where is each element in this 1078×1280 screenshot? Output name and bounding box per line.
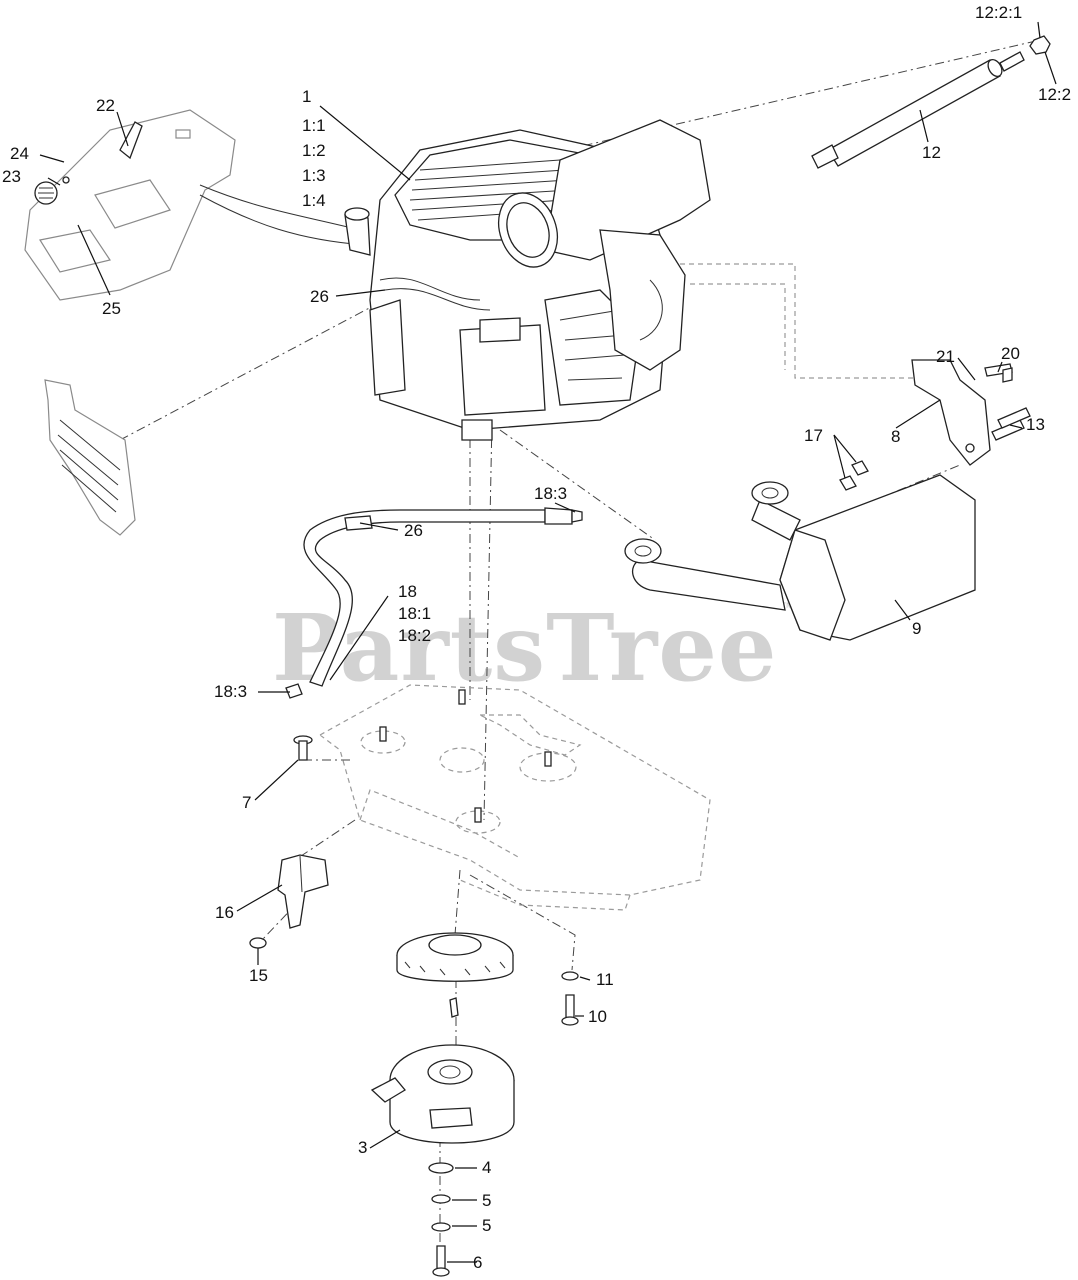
clip-17b xyxy=(851,460,869,476)
pulley xyxy=(396,932,514,1018)
callout-16: 16 xyxy=(215,903,234,922)
fuel-line xyxy=(285,507,583,699)
clutch xyxy=(370,1044,515,1144)
washer-5b xyxy=(431,1222,451,1232)
callout-5-upper: 5 xyxy=(482,1191,491,1210)
watermark: PartsTree ™ xyxy=(272,594,794,702)
callout-18-2: 18:2 xyxy=(398,626,431,645)
muffler xyxy=(624,460,976,641)
leader-lines xyxy=(39,21,1057,1263)
callout-13: 13 xyxy=(1026,415,1045,434)
callout-12-2-1: 12:2:1 xyxy=(975,3,1022,22)
exhaust-flange-rear xyxy=(751,481,789,505)
exhaust-flange-front xyxy=(624,538,662,564)
hose-clamp-26 xyxy=(344,515,373,531)
callout-6: 6 xyxy=(473,1253,482,1272)
callout-4: 4 xyxy=(482,1158,491,1177)
callout-18-3-lower: 18:3 xyxy=(214,682,247,701)
callout-25: 25 xyxy=(102,299,121,318)
callout-8: 8 xyxy=(891,427,900,446)
callout-26-engine: 26 xyxy=(310,287,329,306)
callout-11: 11 xyxy=(596,970,614,989)
engine xyxy=(344,119,711,441)
mounting-plate xyxy=(318,684,711,911)
clamp-18-3a xyxy=(571,509,583,523)
callout-23: 23 xyxy=(2,167,21,186)
callout-1-4: 1:4 xyxy=(302,191,326,210)
callout-24: 24 xyxy=(10,144,29,163)
callout-1: 1 xyxy=(302,87,311,106)
callout-18-3-upper: 18:3 xyxy=(534,484,567,503)
callout-3: 3 xyxy=(358,1138,367,1157)
callout-12-2: 12:2 xyxy=(1038,85,1071,104)
key xyxy=(449,997,459,1018)
callout-17: 17 xyxy=(804,426,823,445)
bolt-10 xyxy=(565,994,575,1021)
bolt-13b xyxy=(997,407,1031,429)
callout-1-1: 1:1 xyxy=(302,116,326,135)
washer-4 xyxy=(428,1162,454,1174)
callout-12: 12 xyxy=(922,143,941,162)
washer-11 xyxy=(561,971,579,981)
callout-1-2: 1:2 xyxy=(302,141,326,160)
callout-5-lower: 5 xyxy=(482,1216,491,1235)
callout-26-fuel-line: 26 xyxy=(404,521,423,540)
clip-17a xyxy=(839,475,857,491)
callout-20: 20 xyxy=(1001,344,1020,363)
engine-guard xyxy=(44,379,136,536)
hardware-10-11 xyxy=(561,971,579,1026)
callout-21: 21 xyxy=(936,347,955,366)
washer-5a xyxy=(431,1194,451,1204)
callout-labels: 12:2:1 12:2 12 1 1:1 1:2 1:3 1:4 22 24 2… xyxy=(2,3,1071,1272)
crankshaft xyxy=(461,419,493,441)
callout-9: 9 xyxy=(912,619,921,638)
shaft xyxy=(811,35,1051,169)
pin-7 xyxy=(293,735,313,761)
control-panel xyxy=(24,109,366,301)
clamp-18-3b xyxy=(285,683,303,699)
callout-18: 18 xyxy=(398,582,417,601)
watermark-text: PartsTree xyxy=(272,594,777,702)
clutch-hardware xyxy=(428,1162,454,1277)
callout-22: 22 xyxy=(96,96,115,115)
callout-7: 7 xyxy=(242,793,251,812)
throttle-lever xyxy=(119,121,143,160)
oil-fill-cap xyxy=(344,214,371,256)
bolt-6 xyxy=(436,1245,446,1271)
callout-18-1: 18:1 xyxy=(398,604,431,623)
nut-15 xyxy=(249,937,267,949)
callout-10: 10 xyxy=(588,1007,607,1026)
callout-1-3: 1:3 xyxy=(302,166,326,185)
callout-15: 15 xyxy=(249,966,268,985)
bracket-16 xyxy=(249,854,329,949)
shaft-nut xyxy=(1029,35,1051,55)
